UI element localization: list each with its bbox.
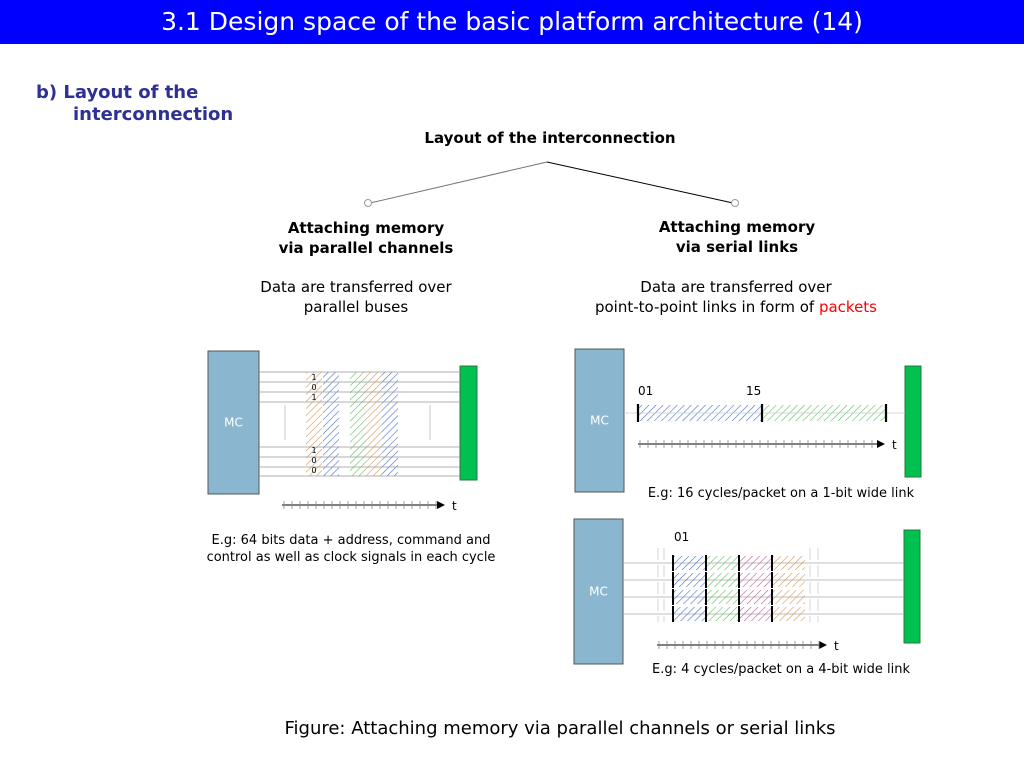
left-branch-heading: Attaching memory via parallel channels [226, 218, 506, 258]
parallel-mc-box [207, 350, 260, 495]
serial4-marker-start: 01 [674, 530, 689, 544]
right-heading-line2: via serial links [675, 238, 799, 256]
serial4-packet-segment [673, 607, 706, 621]
serial4-mc-label: MC [589, 585, 608, 599]
parallel-caption: E.g: 64 bits data + address, command and… [176, 532, 526, 566]
serial4-packet-segment [673, 556, 706, 570]
packets-highlight: packets [818, 298, 877, 316]
parallel-caption-line2: control as well as clock signals in each… [206, 550, 496, 565]
tree-connector-left [369, 161, 548, 204]
tree-node-right [731, 199, 739, 207]
serial4-time-axis-label: t [834, 639, 839, 653]
tree-connector-right [546, 161, 734, 204]
serial4-memory [903, 529, 921, 644]
parallel-bit-bottom: 0 [311, 456, 316, 465]
parallel-data-cycle-4 [366, 372, 382, 476]
serial4-packet-segment [739, 573, 772, 587]
section-subheading: b) Layout of the interconnection [36, 82, 233, 126]
subheading-line2: interconnection [73, 104, 234, 125]
serial1-memory [904, 365, 922, 478]
right-branch-heading: Attaching memory via serial links [597, 217, 877, 257]
left-branch-description: Data are transferred over parallel buses [216, 277, 496, 317]
subheading-line1: b) Layout of the [36, 82, 199, 103]
serial4-packet-segment [772, 607, 805, 621]
parallel-data-cycle-1 [306, 372, 322, 476]
parallel-data-cycle-5 [382, 372, 398, 476]
parallel-data-cycle-2 [323, 372, 339, 476]
serial4-packet-segment [673, 590, 706, 604]
parallel-bit-top: 1 [311, 373, 316, 382]
serial4-packet-segment [739, 590, 772, 604]
parallel-bit-bottom: 1 [311, 446, 316, 455]
right-desc-line2: point-to-point links in form of packets [595, 298, 877, 316]
serial4-packet-segment [772, 556, 805, 570]
figure-caption: Figure: Attaching memory via parallel ch… [284, 718, 836, 739]
serial4-packet-segment [673, 573, 706, 587]
slide-title: 3.1 Design space of the basic platform a… [0, 0, 1024, 44]
serial1-time-axis-label: t [892, 438, 897, 452]
parallel-time-axis-label: t [452, 499, 457, 513]
tree-root-label: Layout of the interconnection [424, 129, 676, 147]
tree-node-left [364, 199, 372, 207]
parallel-memory [459, 365, 478, 481]
parallel-mc-label: MC [224, 416, 243, 430]
parallel-bit-top: 1 [311, 393, 316, 402]
serial4-packet-segment [739, 607, 772, 621]
serial4-packet-segment [706, 590, 739, 604]
serial4-packet-segment [772, 573, 805, 587]
serial4-packet-segment [706, 556, 739, 570]
left-desc-line2: parallel buses [303, 298, 409, 316]
serial1-marker-start: 01 [638, 384, 653, 398]
right-branch-description: Data are transferred over point-to-point… [560, 277, 912, 317]
serial4-packet-segment [772, 590, 805, 604]
serial4-packet-segment [706, 607, 739, 621]
serial1-mc-box [574, 348, 625, 493]
parallel-caption-line1: E.g: 64 bits data + address, command and [211, 533, 491, 548]
left-heading-line1: Attaching memory [287, 219, 445, 237]
right-desc-line2-prefix: point-to-point links in form of [594, 298, 819, 316]
serial4-packet-segment [706, 573, 739, 587]
serial4-packet-segment [739, 556, 772, 570]
parallel-bit-bottom: 0 [311, 466, 316, 475]
serial1-marker-end: 15 [746, 384, 761, 398]
parallel-bit-top: 0 [311, 383, 316, 392]
right-heading-line1: Attaching memory [658, 218, 816, 236]
left-desc-line1: Data are transferred over [260, 278, 452, 296]
serial4-mc-box [573, 518, 624, 665]
right-desc-line1: Data are transferred over [640, 278, 832, 296]
parallel-data-cycle-3 [350, 372, 366, 476]
serial4-caption: E.g: 4 cycles/packet on a 4-bit wide lin… [651, 662, 911, 677]
left-heading-line2: via parallel channels [278, 239, 454, 257]
serial1-mc-label: MC [590, 414, 609, 428]
serial1-caption: E.g: 16 cycles/packet on a 1-bit wide li… [647, 486, 915, 501]
